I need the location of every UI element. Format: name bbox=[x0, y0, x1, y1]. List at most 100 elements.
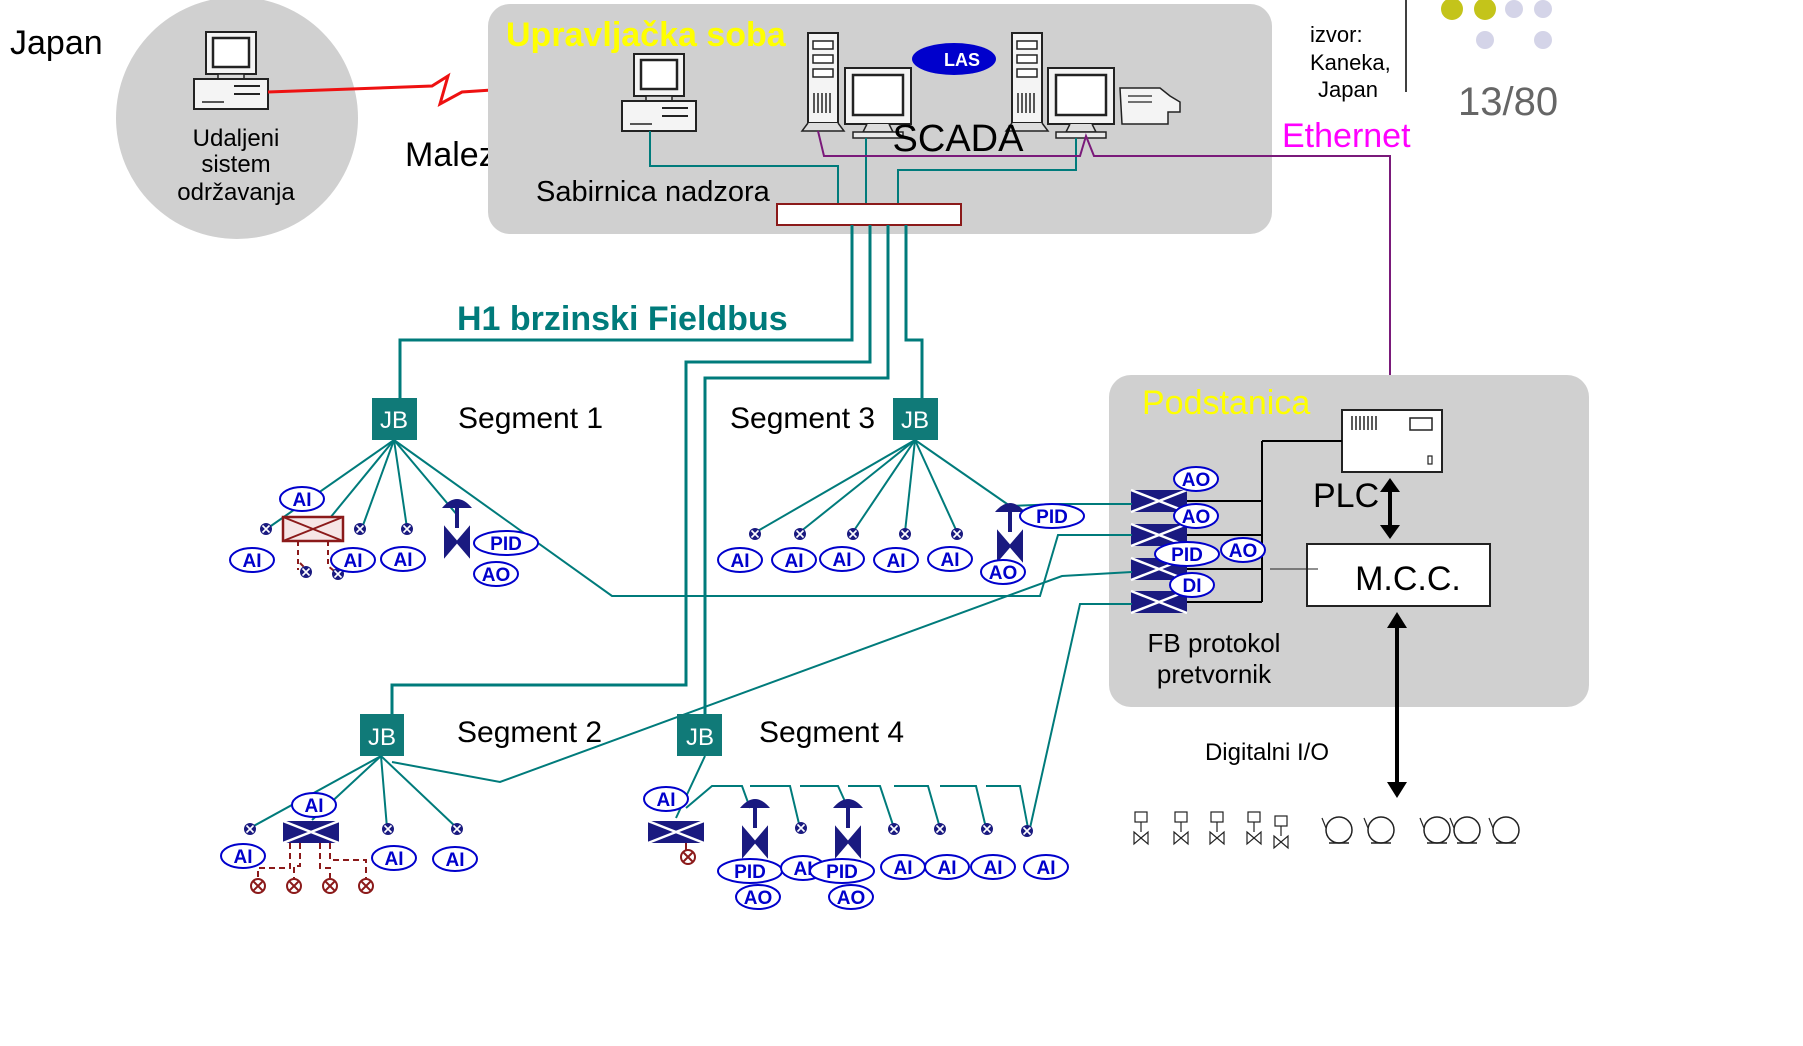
las-label: LAS bbox=[944, 50, 980, 70]
tag-ai-18: AI bbox=[291, 792, 337, 818]
segment3-label: Segment 3 bbox=[730, 402, 875, 435]
digital-io-label: Digitalni I/O bbox=[1205, 739, 1329, 766]
digital-io-devices bbox=[1133, 811, 1520, 849]
source-company: Kaneka, bbox=[1310, 50, 1391, 75]
supervision-bus-bar bbox=[776, 203, 962, 226]
tag-ai-label-19: AI bbox=[234, 847, 253, 868]
segment-1: JB Segment 1 bbox=[259, 398, 603, 581]
motor-2-icon bbox=[1363, 816, 1395, 844]
tag-ai-6: AI bbox=[717, 547, 763, 573]
solenoid-valve-1-icon bbox=[1133, 811, 1149, 845]
tag-ai-2: AI bbox=[330, 547, 376, 573]
tag-ai-0: AI bbox=[279, 486, 325, 512]
tag-pid-11: PID bbox=[1019, 503, 1085, 529]
motor-5-icon bbox=[1488, 816, 1520, 844]
tag-ao-label-5: AO bbox=[482, 565, 511, 586]
segment2-label: Segment 2 bbox=[457, 716, 602, 749]
segment4-jb-label: JB bbox=[686, 724, 714, 751]
motor-1-icon bbox=[1321, 816, 1353, 844]
segment3-control-valve-icon bbox=[993, 501, 1027, 562]
motor-3-icon bbox=[1419, 816, 1451, 844]
tag-ai-label-29: AI bbox=[938, 858, 957, 879]
motor-4-icon bbox=[1449, 816, 1481, 844]
plc-unit-icon bbox=[1341, 409, 1443, 473]
segment2-tank-icon bbox=[281, 819, 341, 845]
tag-ao-label-14: AO bbox=[1182, 507, 1211, 528]
tag-ai-7: AI bbox=[771, 547, 817, 573]
ethernet-line bbox=[817, 130, 1391, 405]
tag-ai-31: AI bbox=[1023, 854, 1069, 880]
tag-pid-label-11: PID bbox=[1036, 507, 1068, 528]
segment2-jb bbox=[360, 714, 404, 756]
tag-pid-4: PID bbox=[473, 530, 539, 556]
tag-ai-label-28: AI bbox=[894, 858, 913, 879]
segment4-tank-icon bbox=[646, 819, 706, 845]
supervision-bus-label: Sabirnica nadzora bbox=[536, 176, 771, 208]
tag-ao-label-16: AO bbox=[1229, 541, 1258, 562]
operator-pc-icon bbox=[620, 52, 698, 133]
remote-pc-icon bbox=[192, 30, 270, 111]
tag-pid-15: PID bbox=[1154, 541, 1220, 567]
tag-ai-20: AI bbox=[371, 845, 417, 871]
tag-ai-30: AI bbox=[970, 854, 1016, 880]
tag-ai-19: AI bbox=[220, 843, 266, 869]
tag-ao-14: AO bbox=[1173, 503, 1219, 529]
tag-pid-23: PID bbox=[717, 858, 783, 884]
tag-ao-label-12: AO bbox=[989, 563, 1018, 584]
mcc-box bbox=[1306, 543, 1491, 607]
tag-ao-26: AO bbox=[735, 884, 781, 910]
ethernet-label: Ethernet bbox=[1282, 117, 1411, 155]
segment-converter-cables bbox=[391, 439, 1133, 829]
tag-ai-9: AI bbox=[873, 547, 919, 573]
remote-line3: održavanja bbox=[177, 179, 295, 206]
scada-label: SCADA bbox=[893, 118, 1025, 160]
converter-line1: FB protokol bbox=[1148, 628, 1281, 658]
converter-wiring bbox=[1186, 440, 1342, 603]
segment3-jb-label: JB bbox=[901, 407, 929, 434]
tag-di-17: DI bbox=[1169, 572, 1215, 598]
substation-panel bbox=[1109, 375, 1589, 707]
tag-ai-29: AI bbox=[924, 854, 970, 880]
segment4-label: Segment 4 bbox=[759, 716, 904, 749]
substation-title: Podstanica bbox=[1142, 384, 1310, 422]
solenoid-valve-4-icon bbox=[1246, 811, 1262, 845]
tag-pid-25: PID bbox=[809, 858, 875, 884]
tag-ao-label-13: AO bbox=[1182, 470, 1211, 491]
solenoid-valve-3-icon bbox=[1209, 811, 1225, 845]
remote-line2: sistem bbox=[201, 151, 270, 178]
las-badge: LAS bbox=[912, 43, 996, 75]
segment2-jb-label: JB bbox=[368, 724, 396, 751]
tag-ai-21: AI bbox=[432, 846, 478, 872]
remote-line1: Udaljeni bbox=[193, 125, 280, 152]
converter-line2: pretvornik bbox=[1157, 659, 1272, 689]
tag-ai-10: AI bbox=[927, 546, 973, 572]
tag-ao-16: AO bbox=[1220, 537, 1266, 563]
tag-ai-label-0: AI bbox=[293, 490, 312, 511]
segment1-jb-label: JB bbox=[380, 407, 408, 434]
tag-pid-label-23: PID bbox=[734, 862, 766, 883]
segment-2: JB Segment 2 bbox=[243, 714, 602, 894]
tag-pid-label-15: PID bbox=[1171, 545, 1203, 566]
remote-link-line bbox=[267, 72, 616, 108]
tag-ai-label-6: AI bbox=[731, 551, 750, 572]
tag-ai-label-1: AI bbox=[243, 551, 262, 572]
tag-ai-8: AI bbox=[819, 546, 865, 572]
tag-ai-1: AI bbox=[229, 547, 275, 573]
tag-pid-label-25: PID bbox=[826, 862, 858, 883]
source-label: izvor: bbox=[1310, 22, 1363, 47]
segment4-jb bbox=[677, 714, 722, 756]
tag-ai-label-18: AI bbox=[305, 796, 324, 817]
tag-ao-27: AO bbox=[828, 884, 874, 910]
solenoid-valve-2-icon bbox=[1173, 811, 1189, 845]
page-number: 13/80 bbox=[1458, 80, 1558, 124]
segment3-jb bbox=[893, 398, 938, 440]
tag-ao-5: AO bbox=[473, 561, 519, 587]
tag-ai-label-2: AI bbox=[344, 551, 363, 572]
plc-label: PLC bbox=[1313, 477, 1379, 515]
tag-ai-label-21: AI bbox=[446, 850, 465, 871]
source-country: Japan bbox=[1318, 77, 1378, 102]
tag-ai-label-3: AI bbox=[394, 550, 413, 571]
tag-ao-label-26: AO bbox=[744, 888, 773, 909]
remote-maintenance-circle bbox=[116, 0, 358, 239]
